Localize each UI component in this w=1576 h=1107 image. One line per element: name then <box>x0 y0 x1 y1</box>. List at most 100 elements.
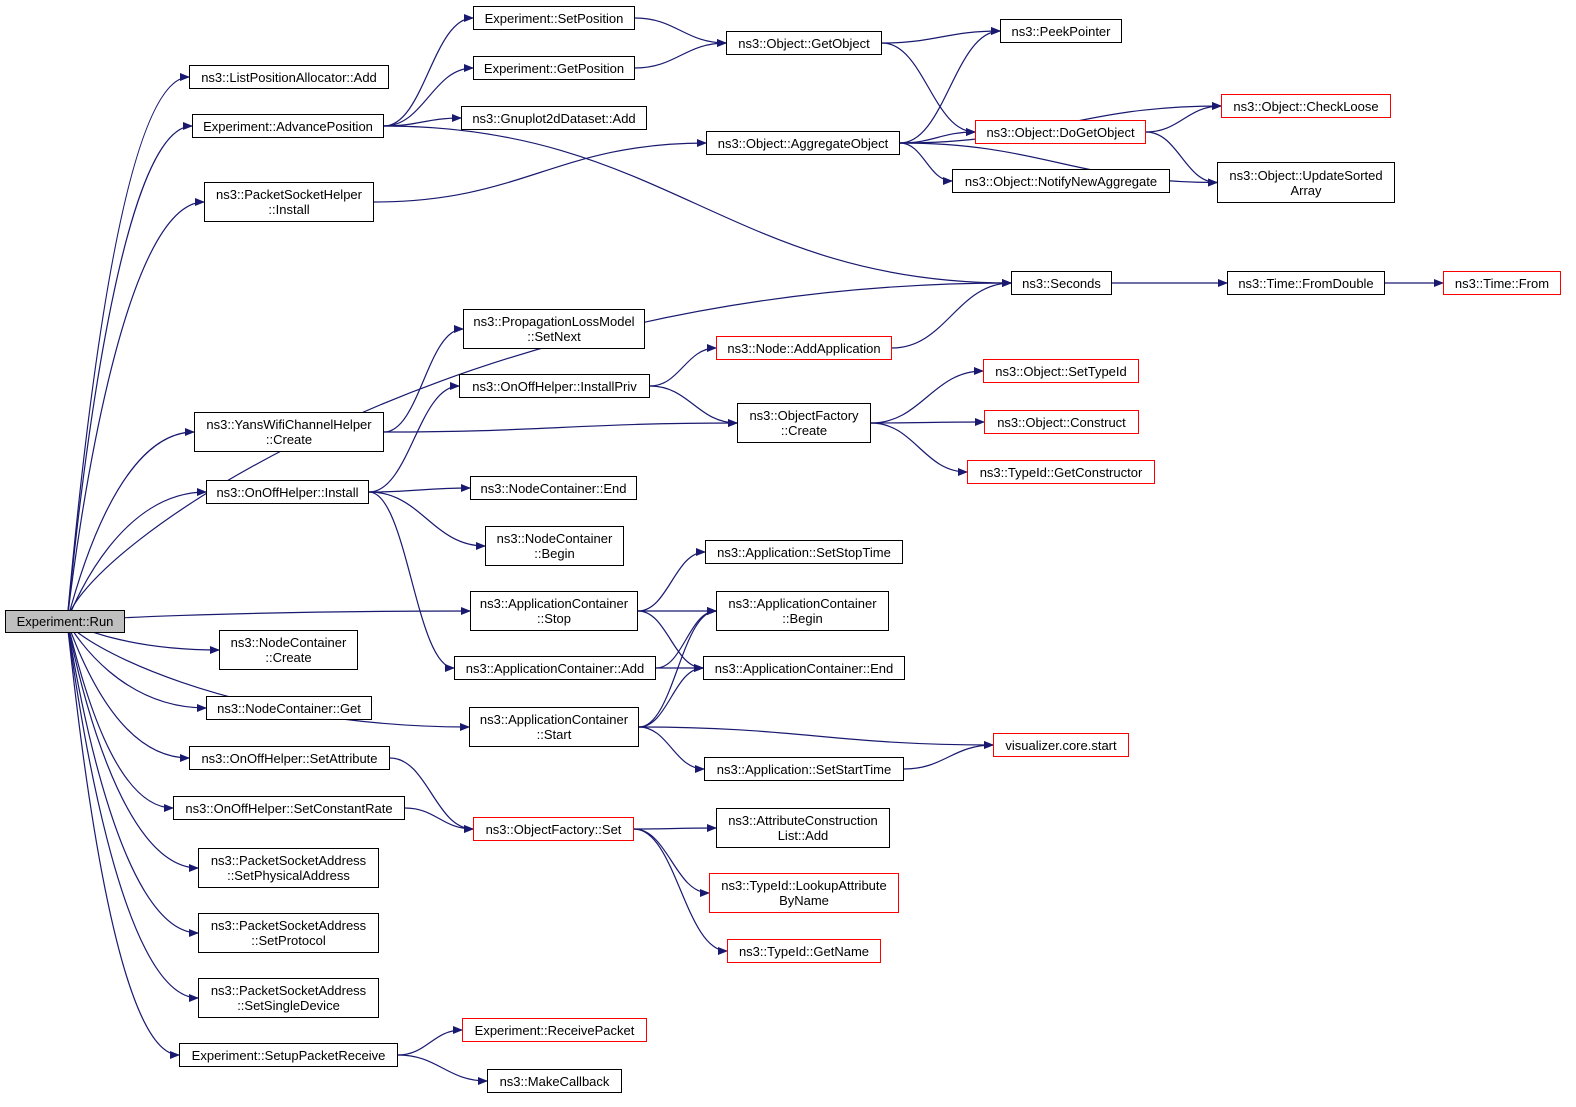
node-label-line: ns3::ApplicationContainer <box>728 596 877 611</box>
node-app-set-stop[interactable]: ns3::Application::SetStopTime <box>705 540 903 564</box>
node-check-loose[interactable]: ns3::Object::CheckLoose <box>1221 94 1391 118</box>
node-construct[interactable]: ns3::Object::Construct <box>984 410 1139 434</box>
call-edge-run-to-onoff_set_rate <box>66 621 174 812</box>
call-edge-packet_socket_install-to-aggregate <box>373 139 707 203</box>
node-app-set-start[interactable]: ns3::Application::SetStartTime <box>704 757 904 781</box>
call-edge-onoff_set_rate-to-of_set <box>404 807 474 833</box>
node-ac-stop[interactable]: ns3::ApplicationContainer::Stop <box>470 591 638 631</box>
node-recv-packet[interactable]: Experiment::ReceivePacket <box>462 1018 647 1042</box>
node-label-line: ns3::PacketSocketAddress <box>210 983 367 998</box>
node-ac-start[interactable]: ns3::ApplicationContainer::Start <box>469 707 639 747</box>
node-label-line: ns3::ApplicationContainer <box>479 596 629 611</box>
node-viz-start[interactable]: visualizer.core.start <box>993 733 1129 757</box>
call-edge-run-to-ac_stop <box>66 607 471 623</box>
node-gnuplot-add[interactable]: ns3::Gnuplot2dDataset::Add <box>461 106 647 130</box>
call-edge-run-to-onoff_set_attr <box>66 621 190 762</box>
node-label-line: ByName <box>779 893 829 908</box>
call-edge-get_object-to-do_get_object <box>881 42 976 136</box>
node-psa-single[interactable]: ns3::PacketSocketAddress::SetSingleDevic… <box>198 978 379 1018</box>
node-install-priv[interactable]: ns3::OnOffHelper::InstallPriv <box>459 374 650 398</box>
node-seconds[interactable]: ns3::Seconds <box>1011 271 1112 295</box>
node-label-line: Experiment::SetPosition <box>484 10 624 26</box>
node-ac-add[interactable]: ns3::ApplicationContainer::Add <box>454 656 656 680</box>
node-label-line: ns3::NodeContainer <box>230 635 347 650</box>
call-edge-aggregate-to-peek_pointer <box>899 27 1001 144</box>
node-peek-pointer[interactable]: ns3::PeekPointer <box>1000 19 1122 43</box>
node-label-line: ns3::Object::CheckLoose <box>1233 98 1379 114</box>
node-label-line: Experiment::Run <box>16 614 114 629</box>
node-get-constructor[interactable]: ns3::TypeId::GetConstructor <box>967 460 1155 484</box>
node-get-name[interactable]: ns3::TypeId::GetName <box>727 939 881 963</box>
call-edge-get_object-to-peek_pointer <box>881 27 1001 44</box>
node-do-get-object[interactable]: ns3::Object::DoGetObject <box>975 120 1146 144</box>
node-onoff-install[interactable]: ns3::OnOffHelper::Install <box>206 480 369 504</box>
node-nc-end[interactable]: ns3::NodeContainer::End <box>470 476 637 500</box>
node-get-pos[interactable]: Experiment::GetPosition <box>473 56 635 80</box>
call-edge-run-to-onoff_install <box>66 488 207 622</box>
node-label-line: ns3::Object::AggregateObject <box>717 135 889 151</box>
node-label-line: ns3::PacketSocketAddress <box>210 853 367 868</box>
node-from-double[interactable]: ns3::Time::FromDouble <box>1227 271 1385 295</box>
call-edge-install_priv-to-add_application <box>649 344 717 387</box>
node-label-line: ns3::Seconds <box>1022 275 1101 291</box>
node-psa-phys[interactable]: ns3::PacketSocketAddress::SetPhysicalAdd… <box>198 848 379 888</box>
call-edge-yans_create-to-of_create <box>383 419 738 433</box>
node-label-line: ::Create <box>780 423 828 438</box>
node-label-line: ns3::Object::Construct <box>997 414 1126 430</box>
node-label-line: ns3::Object::SetTypeId <box>995 363 1127 379</box>
node-set-type-id[interactable]: ns3::Object::SetTypeId <box>983 359 1139 383</box>
call-edge-install_priv-to-of_create <box>649 385 738 427</box>
node-label-line: ::Stop <box>537 611 571 626</box>
call-edge-ac_start-to-app_set_start <box>638 726 705 773</box>
call-edge-run-to-yans_create <box>66 428 195 622</box>
node-psa-proto[interactable]: ns3::PacketSocketAddress::SetProtocol <box>198 913 379 953</box>
node-make-callback[interactable]: ns3::MakeCallback <box>487 1069 622 1093</box>
call-edge-ac_start-to-viz_start <box>638 726 994 749</box>
node-notify-agg[interactable]: ns3::Object::NotifyNewAggregate <box>952 169 1170 193</box>
node-label-line: ns3::PropagationLossModel <box>473 314 635 329</box>
call-edge-do_get_object-to-check_loose <box>1145 102 1222 133</box>
node-add-application[interactable]: ns3::Node::AddApplication <box>716 336 892 360</box>
node-set-pos[interactable]: Experiment::SetPosition <box>473 6 635 30</box>
node-ac-end[interactable]: ns3::ApplicationContainer::End <box>703 656 905 680</box>
node-onoff-set-rate[interactable]: ns3::OnOffHelper::SetConstantRate <box>173 796 405 820</box>
node-label-line: ns3::Gnuplot2dDataset::Add <box>472 110 636 126</box>
call-edge-run-to-psa_single <box>66 621 199 1002</box>
node-time-from[interactable]: ns3::Time::From <box>1443 271 1561 295</box>
node-get-object[interactable]: ns3::Object::GetObject <box>726 31 882 55</box>
node-label-line: ns3::TypeId::GetConstructor <box>979 464 1143 480</box>
node-onoff-set-attr[interactable]: ns3::OnOffHelper::SetAttribute <box>189 746 390 770</box>
node-yans-create[interactable]: ns3::YansWifiChannelHelper::Create <box>194 412 384 452</box>
node-label-line: ::Create <box>265 650 312 665</box>
node-nc-create[interactable]: ns3::NodeContainer::Create <box>219 630 358 670</box>
call-edge-onoff_install-to-ac_add <box>368 491 455 672</box>
node-label-line: ::Begin <box>534 546 575 561</box>
node-run: Experiment::Run <box>5 610 125 633</box>
node-nc-get[interactable]: ns3::NodeContainer::Get <box>206 696 372 720</box>
call-edge-yans_create-to-prop_set_next <box>383 325 464 433</box>
node-adv-pos[interactable]: Experiment::AdvancePosition <box>192 114 384 138</box>
call-edge-onoff_install-to-install_priv <box>368 382 460 493</box>
node-label-line: ns3::ObjectFactory::Set <box>485 821 622 837</box>
node-prop-set-next[interactable]: ns3::PropagationLossModel::SetNext <box>463 309 645 349</box>
node-label-line: ns3::Object::UpdateSorted <box>1229 167 1383 183</box>
node-label-line: Experiment::ReceivePacket <box>474 1022 635 1038</box>
node-of-set[interactable]: ns3::ObjectFactory::Set <box>473 817 634 841</box>
node-nc-begin[interactable]: ns3::NodeContainer::Begin <box>485 526 624 566</box>
call-edge-run-to-adv_pos <box>66 122 193 622</box>
call-edge-ac_start-to-ac_begin <box>638 607 717 728</box>
node-ac-begin[interactable]: ns3::ApplicationContainer::Begin <box>716 591 889 631</box>
node-lpa-add[interactable]: ns3::ListPositionAllocator::Add <box>189 65 389 89</box>
node-packet-socket-install[interactable]: ns3::PacketSocketHelper::Install <box>204 182 374 222</box>
node-label-line: ns3::NodeContainer::Get <box>217 700 361 716</box>
node-aggregate[interactable]: ns3::Object::AggregateObject <box>706 131 900 155</box>
node-of-create[interactable]: ns3::ObjectFactory::Create <box>737 403 871 443</box>
node-setup-recv[interactable]: Experiment::SetupPacketReceive <box>179 1043 398 1067</box>
node-label-line: ::SetProtocol <box>251 933 326 948</box>
call-edge-run-to-setup_recv <box>66 621 180 1059</box>
call-edge-of_set-to-get_name <box>633 828 728 955</box>
node-label-line: ns3::Object::NotifyNewAggregate <box>964 173 1158 189</box>
